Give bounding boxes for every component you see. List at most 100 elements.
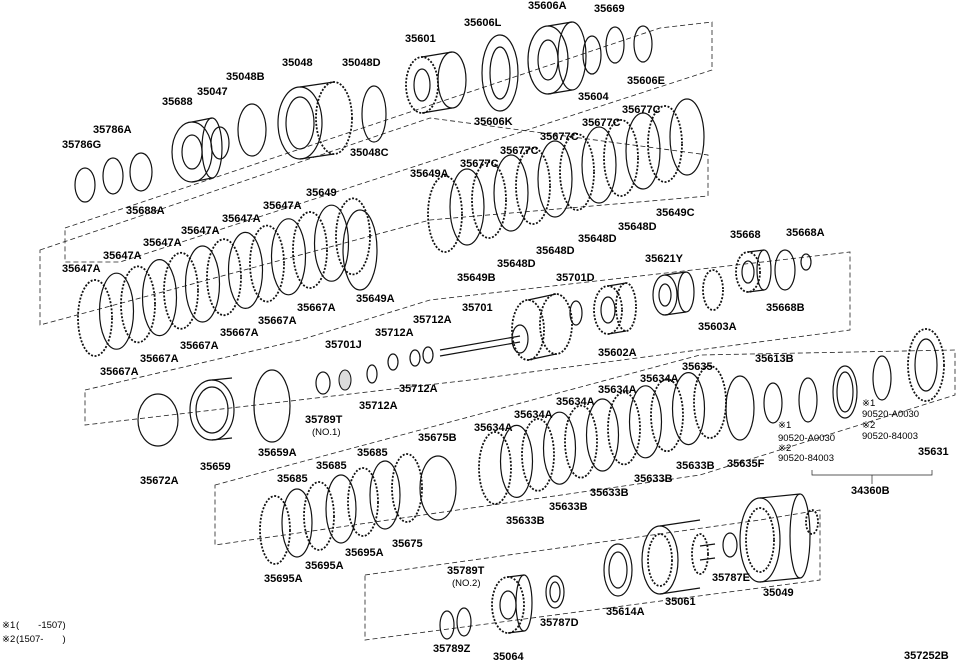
label-35635: 35635 — [682, 361, 713, 373]
clutch-plate-35634A-35633B-1 — [478, 431, 512, 505]
label-35648D-3: 35648D — [536, 245, 575, 257]
clutch-plate-35634A-35633B-10 — [671, 372, 706, 446]
label-35606K: 35606K — [474, 116, 513, 128]
clutch-plate-35677C-35648D-5 — [515, 147, 551, 225]
label-35675: 35675 — [392, 538, 423, 550]
label-35647A-3: 35647A — [181, 225, 220, 237]
ring-35047 — [210, 126, 230, 160]
label-35677C-4: 35677C — [500, 145, 539, 157]
clutch-plate-35634A-35633B-4 — [542, 411, 577, 485]
clutch-plate-35677C-35648D-1 — [427, 175, 463, 253]
ring-34360B-3 — [872, 355, 892, 401]
drum-35061 — [641, 519, 716, 595]
clutch-plate-35677C-35648D-7 — [559, 133, 595, 211]
label-35633B-1: 35633B — [676, 460, 715, 472]
ring-35701D — [569, 300, 583, 326]
label-35677C-5: 35677C — [460, 158, 499, 170]
label-35659A: 35659A — [258, 447, 297, 459]
shaft-35701 — [439, 293, 573, 361]
label-35701J: 35701J — [325, 339, 362, 351]
label-35677C-1: 35677C — [622, 104, 661, 116]
clutch-plate-35647A-35667A-9 — [249, 224, 285, 303]
label-35602A: 35602A — [598, 347, 637, 359]
clutch-plate-35685-35695A-7 — [391, 453, 423, 523]
clutch-plate-35677C-35648D-10 — [625, 112, 661, 190]
label-35712A-1: 35712A — [413, 314, 452, 326]
ring-35669 — [605, 26, 625, 64]
label-35786A: 35786A — [93, 124, 132, 136]
label-35061: 35061 — [665, 596, 696, 608]
ring-35787E — [722, 532, 738, 558]
label-35647A-4: 35647A — [143, 237, 182, 249]
gear-35602A — [593, 282, 637, 335]
clutch-plate-35677C-35648D-11 — [647, 105, 683, 183]
label-35604: 35604 — [578, 91, 609, 103]
label-35677C-3: 35677C — [540, 131, 579, 143]
ring-35789T — [315, 371, 331, 395]
label-35675B: 35675B — [418, 432, 457, 444]
label-35667A-6: 35667A — [100, 366, 139, 378]
ring-34360B-1 — [798, 377, 818, 423]
clutch-pack-1 — [77, 197, 378, 357]
label-35787D: 35787D — [540, 617, 579, 629]
label-35649: 35649 — [306, 187, 337, 199]
ring-35668A — [800, 253, 812, 271]
bracket-34360B — [811, 470, 933, 476]
clutch-plate-35677C-35648D-4 — [493, 154, 529, 232]
label-35712A-4: 35712A — [359, 400, 398, 412]
clutch-plate-35685-35695A-2 — [281, 488, 313, 558]
drum-35049 — [739, 493, 819, 583]
ring-35789Z-b — [456, 607, 472, 637]
bolt-note-1-mark-a: ※1 — [778, 420, 791, 431]
frame-bottom — [364, 509, 821, 641]
ring-35786A — [102, 157, 124, 195]
label-35633B-4: 35633B — [549, 501, 588, 513]
label-35701: 35701 — [462, 302, 493, 314]
clutch-plate-35634A-35633B-7 — [607, 391, 641, 466]
label-35695A-3: 35695A — [264, 573, 303, 585]
label-35649C: 35649C — [656, 207, 695, 219]
label-35647A-6: 35647A — [62, 263, 101, 275]
clutch-plate-35634A-35633B-11 — [693, 365, 727, 439]
clutch-plate-35677C-35648D-3 — [471, 161, 507, 239]
note-35789T-1: (NO.1) — [312, 427, 341, 438]
gear-35631 — [907, 328, 945, 402]
label-35668: 35668 — [730, 229, 761, 241]
ring-35786G — [74, 167, 96, 203]
clutch-plate-35647A-35667A-3 — [120, 265, 156, 344]
row-shaft-parts — [137, 249, 812, 447]
label-35789Z: 35789Z — [433, 643, 471, 655]
clutch-plate-35685-35695A-1 — [259, 495, 291, 565]
bolt-note-1-text-b: 90520-A0030 — [862, 409, 919, 420]
ring-35606E — [633, 25, 653, 63]
label-35603A: 35603A — [698, 321, 737, 333]
label-35677C-2: 35677C — [582, 117, 621, 129]
label-35633B-2: 35633B — [634, 473, 673, 485]
label-35667A-3: 35667A — [220, 327, 259, 339]
ring-35688A — [129, 152, 153, 192]
label-35685-1: 35685 — [357, 447, 388, 459]
drum-35688 — [171, 117, 223, 183]
label-35647A-1: 35647A — [263, 200, 302, 212]
bolt-note-1-mark-b: ※1 — [862, 398, 875, 409]
frame-shaft — [84, 251, 851, 426]
clutch-pack-2b — [478, 365, 727, 505]
clutch-plate-35634A-35633B-5 — [564, 404, 598, 479]
label-35649A-mid: 35649A — [356, 293, 395, 305]
label-35667A-2: 35667A — [258, 315, 297, 327]
drum-35601 — [405, 51, 467, 114]
ring-35668B — [774, 249, 796, 291]
drum-35048 — [277, 81, 353, 160]
label-35668A: 35668A — [786, 227, 825, 239]
clutch-plate-35634A-35633B-8 — [628, 385, 663, 459]
clutch-plate-35647A-35667A-6 — [184, 245, 221, 323]
label-35786G: 35786G — [62, 139, 101, 151]
ring-35659A — [253, 369, 291, 443]
gear-35064 — [491, 574, 533, 634]
clutch-plate-35677C-35648D-9 — [603, 119, 639, 197]
ring-35048B — [237, 103, 267, 157]
label-34360B: 34360B — [851, 485, 890, 497]
clutch-plate-35685-35695A-3 — [303, 481, 335, 551]
clutch-pack-1b — [427, 98, 705, 253]
label-35667A-4: 35667A — [180, 340, 219, 352]
